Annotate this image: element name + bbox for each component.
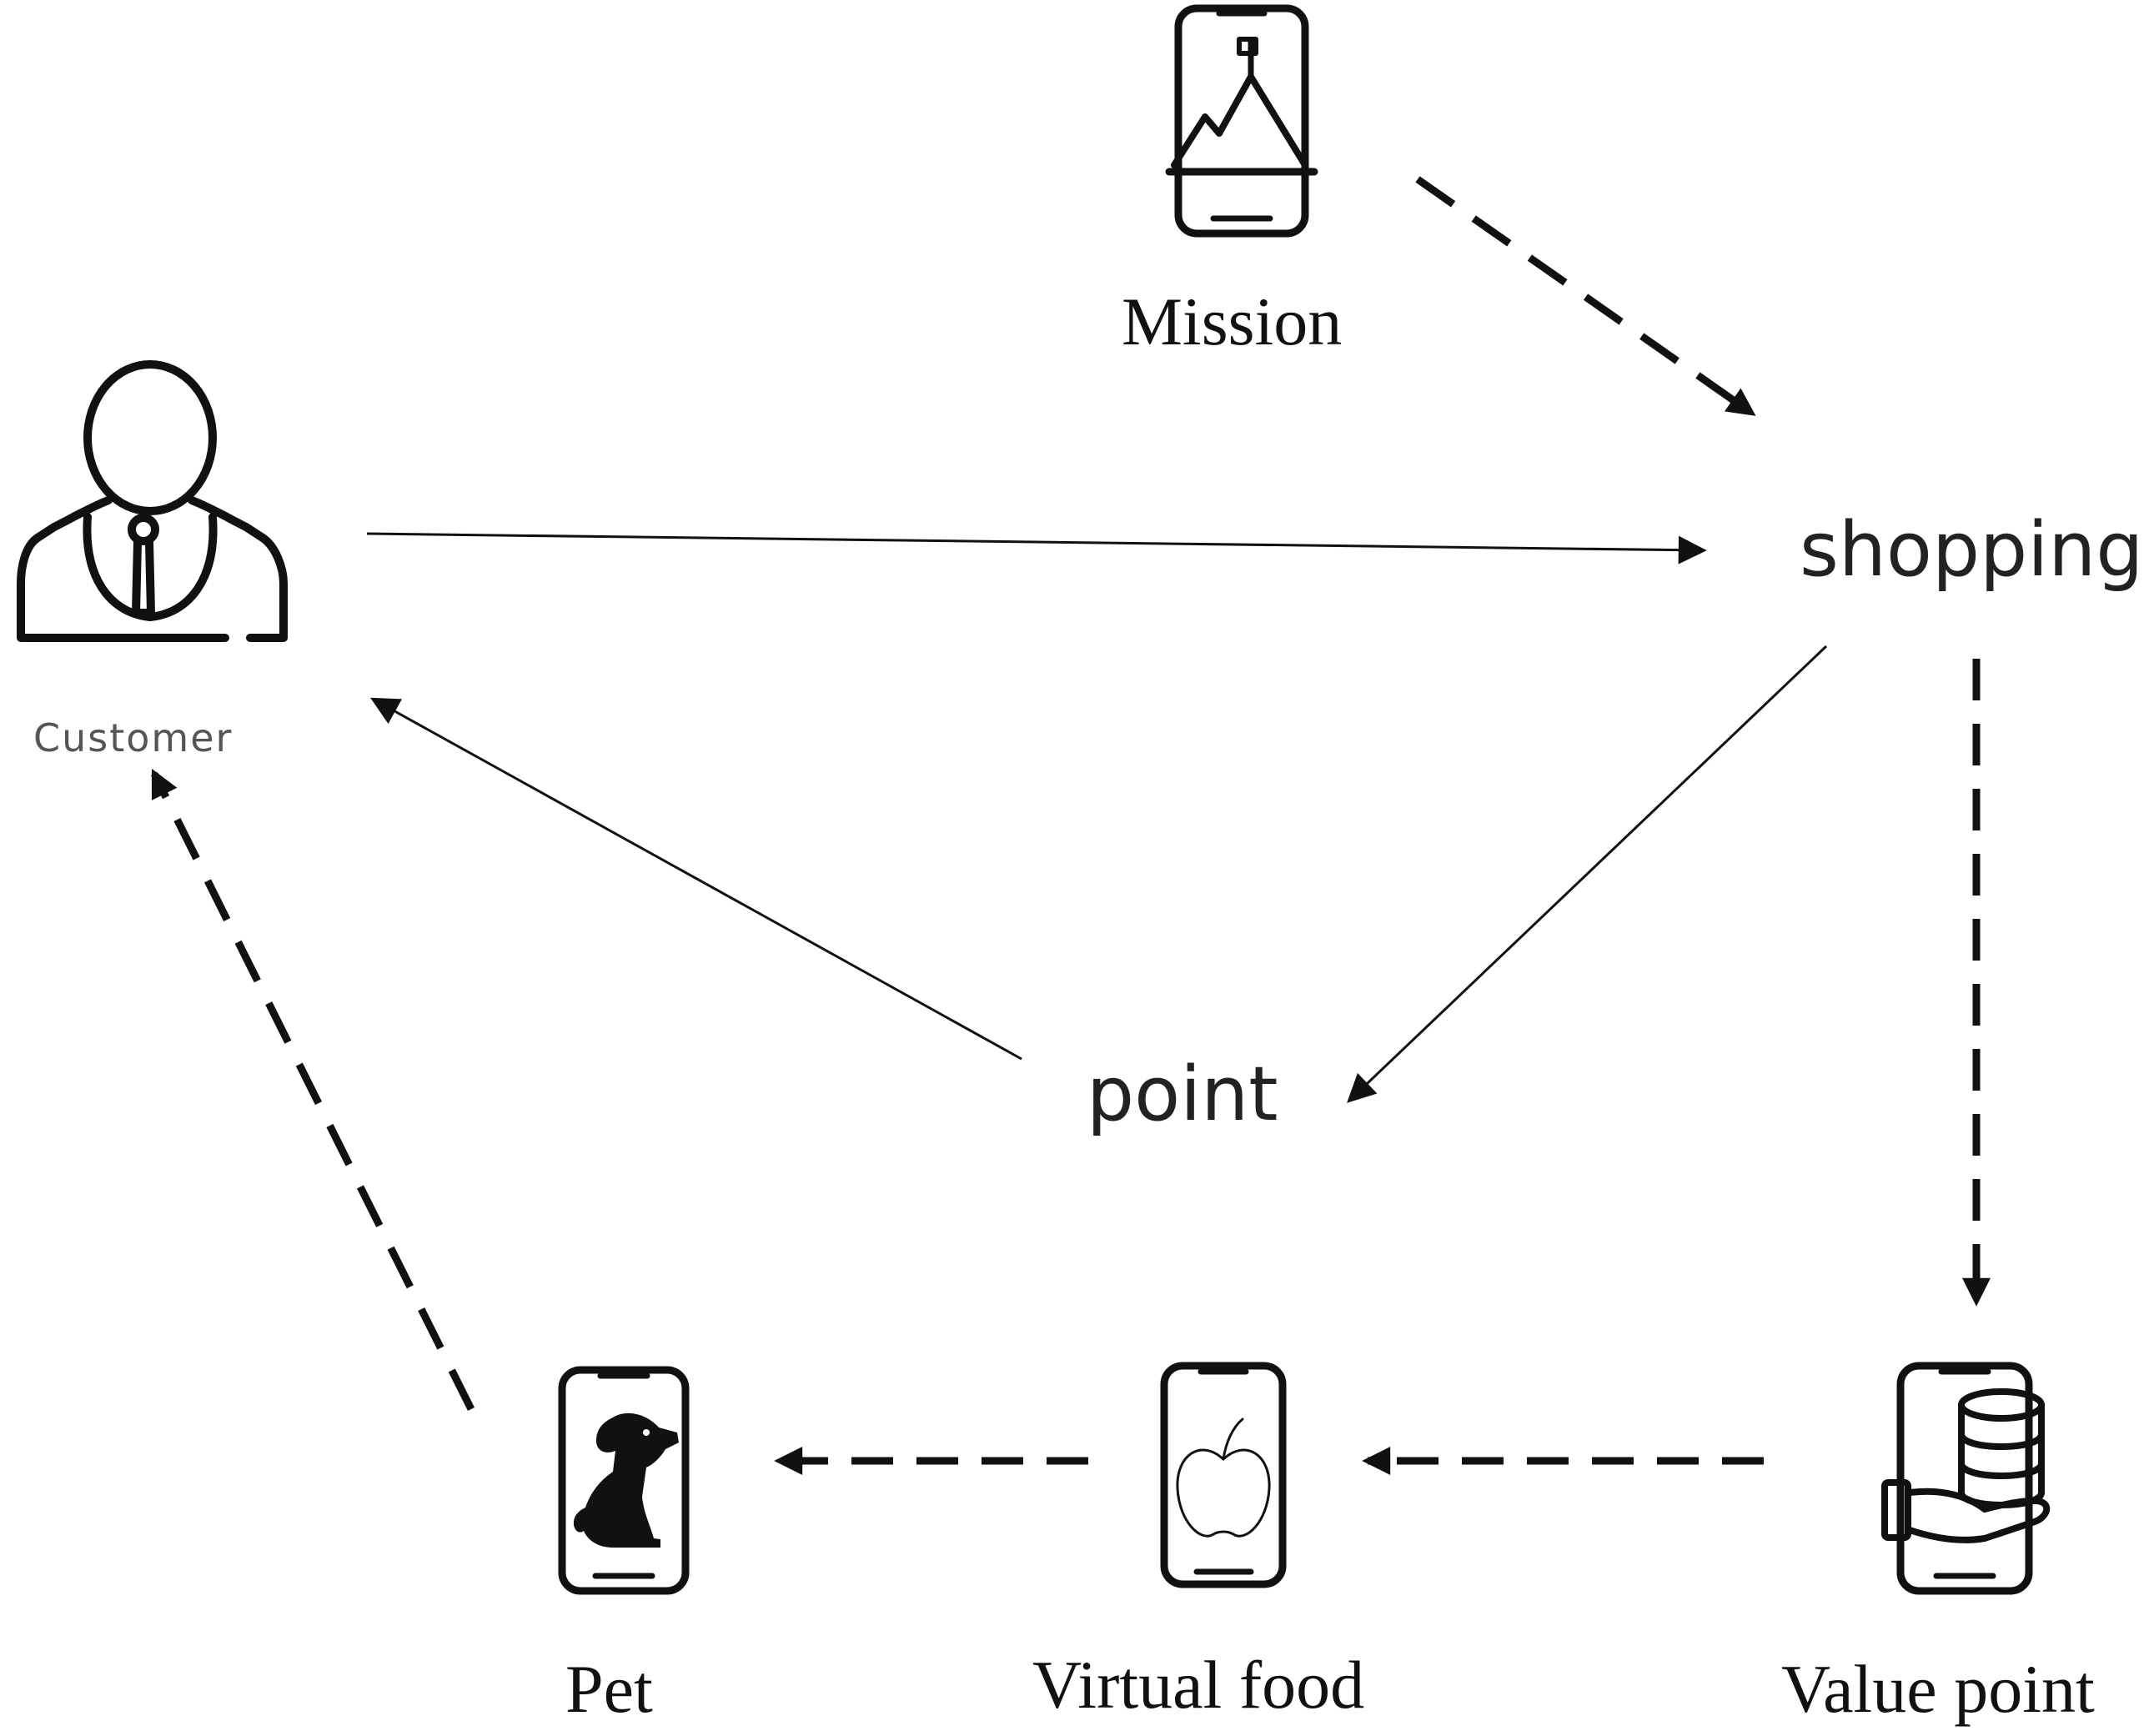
edge-point-to-customer bbox=[370, 697, 1022, 1061]
edge-pet-to-customer bbox=[150, 768, 475, 1412]
node-label-customer: Customer bbox=[33, 715, 233, 760]
edge-mission-to-shopping bbox=[1415, 176, 1756, 416]
node-label-virtual-food: Virtual food bbox=[1032, 1647, 1365, 1723]
edge-customer-to-shopping bbox=[366, 532, 1707, 564]
phone-coin-stack-hand-icon bbox=[1881, 1362, 2051, 1595]
node-label-mission: Mission bbox=[1122, 283, 1343, 359]
node-label-pet: Pet bbox=[565, 1651, 653, 1727]
node-label-value-point: Value point bbox=[1781, 1651, 2095, 1727]
person-with-tie-icon bbox=[17, 360, 288, 642]
phone-apple-icon bbox=[1160, 1362, 1287, 1588]
node-label-point: point bbox=[1087, 1051, 1278, 1138]
edge-shopping-to-point bbox=[1347, 645, 1828, 1103]
phone-dog-icon bbox=[558, 1366, 690, 1595]
phone-mountain-flag-icon bbox=[1165, 4, 1318, 238]
node-label-shopping: shopping bbox=[1800, 506, 2144, 594]
